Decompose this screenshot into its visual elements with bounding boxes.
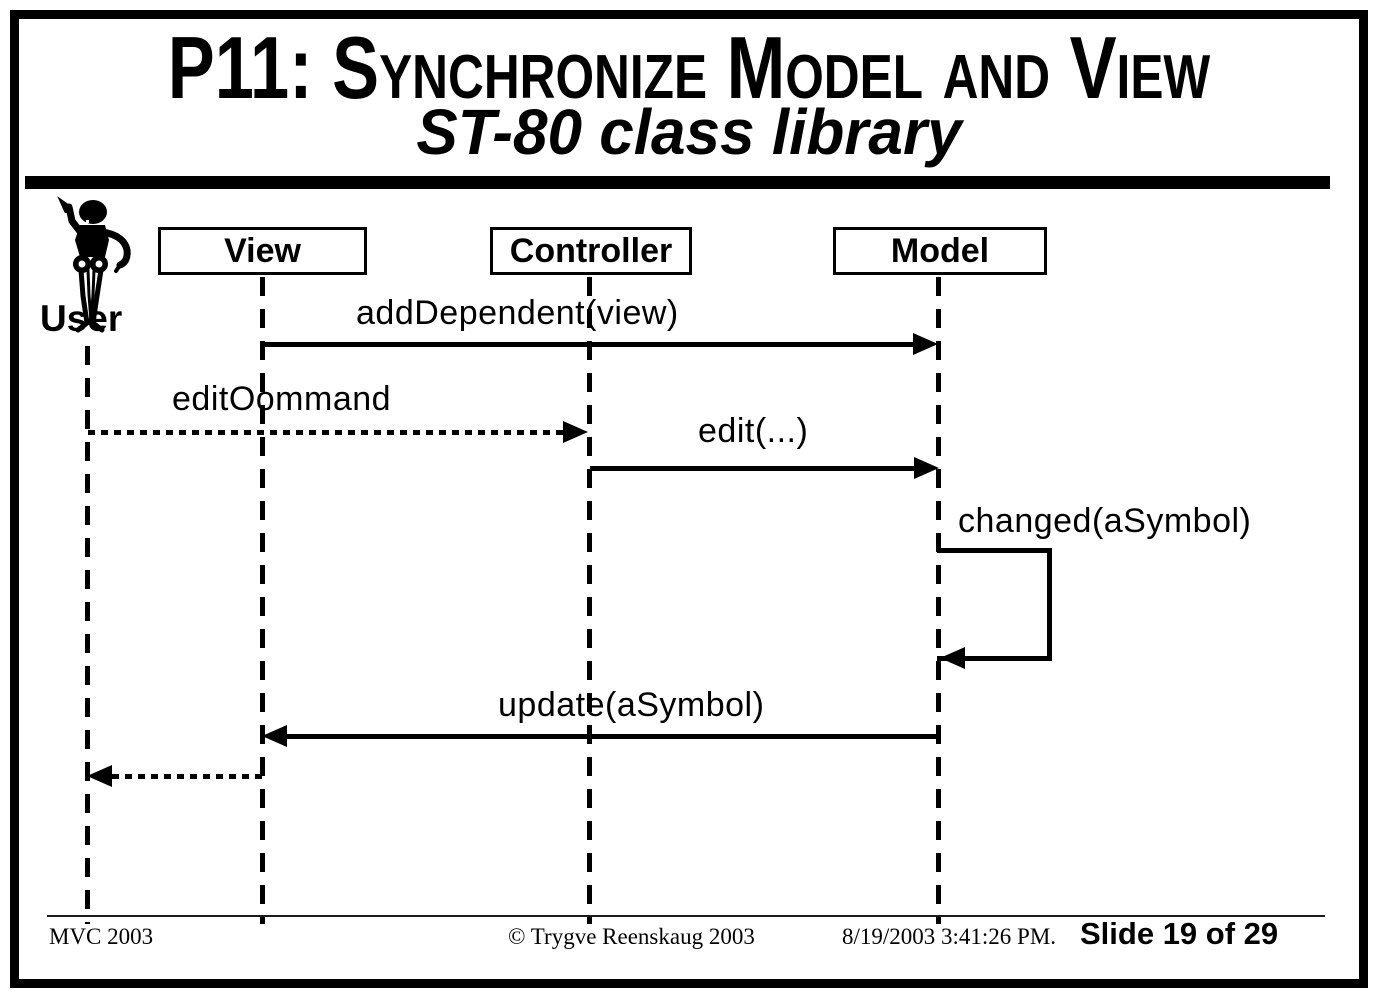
message-line-editcommand [88, 430, 564, 435]
object-label-view: View [224, 231, 301, 270]
arrowhead-right-icon [914, 457, 939, 479]
arrowhead-left-icon [940, 647, 965, 669]
footer-project: MVC 2003 [49, 924, 154, 949]
footer-copyright: © Trygve Reenskaug 2003 [508, 924, 755, 949]
self-message-loop [937, 548, 1052, 661]
message-line-edit [590, 466, 915, 471]
page-title: P11: Synchronize Model and View [167, 18, 1211, 117]
footer-datetime: 8/19/2003 3:41:26 PM. [842, 924, 1057, 949]
message-label-edit: edit(...) [698, 412, 809, 450]
page-subtitle: ST-80 class library [416, 96, 962, 168]
lifeline-controller [587, 277, 592, 924]
arrowhead-right-icon [563, 421, 588, 443]
message-label-editcommand: editOommand [172, 380, 392, 418]
object-box-model: Model [833, 227, 1047, 275]
lifeline-view [260, 277, 265, 924]
dancing-skeleton-icon [57, 196, 131, 333]
object-label-model: Model [890, 231, 990, 270]
actor-label-user: User [40, 298, 123, 339]
slide-border-frame [10, 10, 1368, 988]
object-box-controller: Controller [490, 227, 692, 275]
object-label-controller: Controller [509, 231, 673, 270]
lifeline-model [936, 277, 941, 924]
message-line-adddependent [263, 342, 915, 347]
message-line-return-to-user [112, 774, 262, 779]
arrowhead-left-icon [262, 725, 287, 747]
footer-divider [47, 915, 1325, 917]
message-label-changed: changed(aSymbol) [958, 502, 1252, 540]
lifeline-user [85, 346, 90, 924]
title-divider [25, 176, 1330, 189]
message-label-adddependent: addDependent(view) [356, 294, 679, 332]
message-line-update [287, 734, 938, 739]
message-label-update: update(aSymbol) [498, 686, 765, 724]
arrowhead-right-icon [913, 333, 938, 355]
arrowhead-left-icon [87, 765, 112, 787]
footer-slide-number: Slide 19 of 29 [1080, 916, 1279, 951]
object-box-view: View [158, 227, 367, 275]
